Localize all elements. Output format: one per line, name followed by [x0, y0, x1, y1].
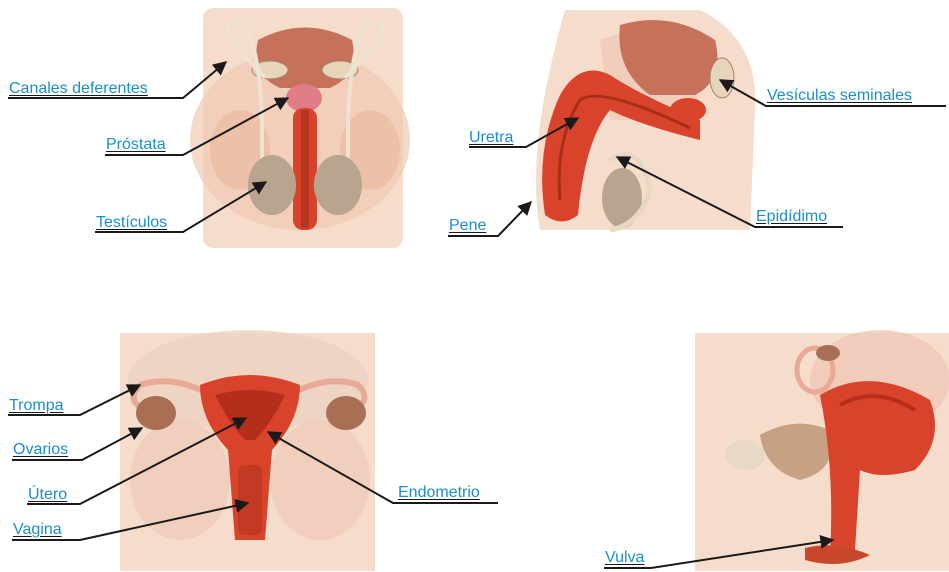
- label-pene: Pene: [449, 217, 486, 235]
- label-ovarios: Ovarios: [13, 441, 68, 459]
- label-utero: Útero: [28, 486, 67, 504]
- female-reproductive-front-illustration: [120, 330, 375, 571]
- female-reproductive-side-illustration: [695, 330, 949, 571]
- label-vulva: Vulva: [605, 549, 644, 567]
- male-reproductive-front-illustration: [190, 8, 410, 248]
- label-prostata: Próstata: [106, 136, 166, 154]
- label-uretra: Uretra: [469, 129, 513, 147]
- label-trompa: Trompa: [9, 397, 64, 415]
- male-reproductive-side-illustration: [536, 10, 755, 230]
- label-canales-deferentes: Canales deferentes: [9, 80, 148, 98]
- label-testiculos: Testículos: [96, 214, 167, 232]
- label-epididimo: Epidídimo: [756, 208, 827, 226]
- label-endometrio: Endometrio: [398, 484, 480, 502]
- label-vesiculas-seminales: Vesículas seminales: [767, 87, 912, 105]
- label-vagina: Vagina: [13, 521, 62, 539]
